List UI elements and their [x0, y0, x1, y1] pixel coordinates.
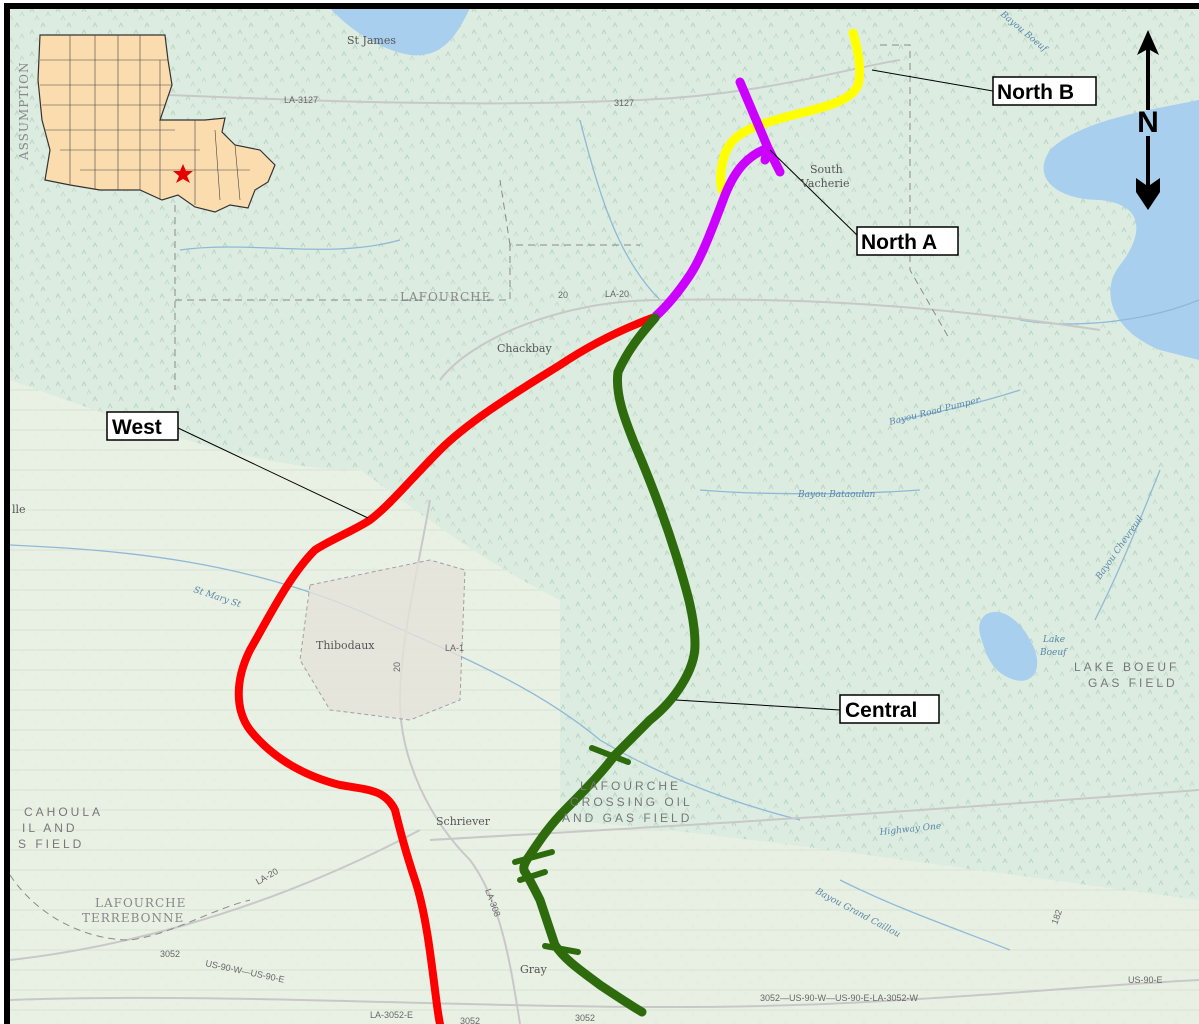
- label-vacherie: Vacherie: [800, 177, 850, 190]
- label-lafourche-crossing-1: LAFOURCHE: [580, 779, 681, 793]
- label-lafourche: LAFOURCHE: [400, 290, 491, 304]
- label-bayou-bataoulan: Bayou Bataoulan: [797, 490, 876, 500]
- label-lake-boeuf-gas-2: GAS FIELD: [1088, 676, 1178, 690]
- label-3052-mid: 3052: [460, 1016, 480, 1024]
- label-cahoula-3: S FIELD: [18, 837, 84, 851]
- lac-des-allemands: [1043, 100, 1199, 360]
- mississippi-river: [330, 8, 470, 56]
- label-thibodaux: Thibodaux: [316, 639, 375, 652]
- map-frame: [4, 3, 1199, 1024]
- lake-boeuf: [979, 611, 1038, 681]
- label-cahoula-1: CAHOULA: [24, 805, 103, 819]
- label-boeuf: Boeuf: [1039, 648, 1068, 658]
- label-la-182: 182: [1049, 908, 1064, 926]
- parish-boundaries: [9, 44, 951, 941]
- label-la-20-vert: 20: [392, 662, 402, 672]
- label-lafourche-crossing-2: CROSSING OIL: [570, 795, 693, 809]
- label-la-3127-a: LA-3127: [284, 95, 318, 105]
- label-chackbay: Chackbay: [497, 342, 552, 355]
- label-la-20-a: 20: [558, 290, 568, 300]
- thibodaux-boundary: [299, 559, 466, 721]
- label-lake: Lake: [1042, 635, 1065, 645]
- route-north-b-line[interactable]: [716, 28, 865, 195]
- label-la-20-b: LA-20: [605, 289, 629, 299]
- label-ille: lle: [12, 503, 26, 516]
- label-south: South: [810, 163, 843, 176]
- label-la-3052-e: LA-3052-E: [370, 1010, 413, 1020]
- route-label-central[interactable]: Central: [839, 694, 940, 724]
- label-us90-right: 3052—US-90-W—US-90-E-LA-3052-W: [760, 993, 919, 1003]
- label-terrebonne: TERREBONNE: [82, 911, 184, 925]
- route-north-a-line[interactable]: [651, 77, 785, 321]
- label-la-1: LA-1: [445, 643, 464, 653]
- route-label-north-b[interactable]: North B: [992, 76, 1097, 106]
- louisiana-outline: [37, 34, 276, 213]
- leader-lines: [177, 69, 994, 711]
- label-lafourche-crossing-3: AND GAS FIELD: [562, 811, 692, 825]
- place-labels: St James South Vacherie Chackbay Thiboda…: [12, 34, 850, 976]
- label-lafourche-2: LAFOURCHE: [95, 896, 186, 910]
- farmland-south: [560, 820, 1199, 1024]
- label-st-james: St James: [347, 34, 396, 47]
- svg-text:North A: North A: [861, 231, 937, 254]
- thibodaux-urban: [300, 560, 465, 720]
- svg-text:Central: Central: [845, 699, 917, 722]
- bayou-network: [9, 119, 1199, 951]
- label-us90-far: US-90-E: [1128, 975, 1163, 985]
- svg-text:West: West: [112, 416, 162, 439]
- svg-text:North B: North B: [997, 81, 1074, 104]
- label-assumption: ASSUMPTION: [17, 62, 31, 161]
- north-arrow-label: N: [1137, 106, 1159, 139]
- route-label-north-a[interactable]: North A: [856, 226, 959, 256]
- route-west-line[interactable]: [234, 314, 656, 1024]
- north-arrow-icon: N: [1136, 30, 1160, 210]
- label-3052-left: 3052: [160, 949, 180, 959]
- label-3052-mid2: 3052: [575, 1013, 595, 1023]
- louisiana-parish-lines: [40, 35, 250, 205]
- label-schriever: Schriever: [436, 815, 491, 828]
- label-la-3127-b: 3127: [614, 98, 634, 108]
- label-gray: Gray: [520, 963, 548, 976]
- louisiana-inset: [37, 34, 276, 213]
- route-label-west[interactable]: West: [106, 411, 179, 441]
- label-lake-boeuf-gas-1: LAKE BOEUF: [1074, 660, 1179, 674]
- field-labels: LAKE BOEUF GAS FIELD LAFOURCHE CROSSING …: [18, 660, 1179, 851]
- location-star-icon: [173, 164, 193, 183]
- label-cahoula-2: IL AND: [22, 821, 78, 835]
- central-reroute-ticks: [512, 745, 631, 955]
